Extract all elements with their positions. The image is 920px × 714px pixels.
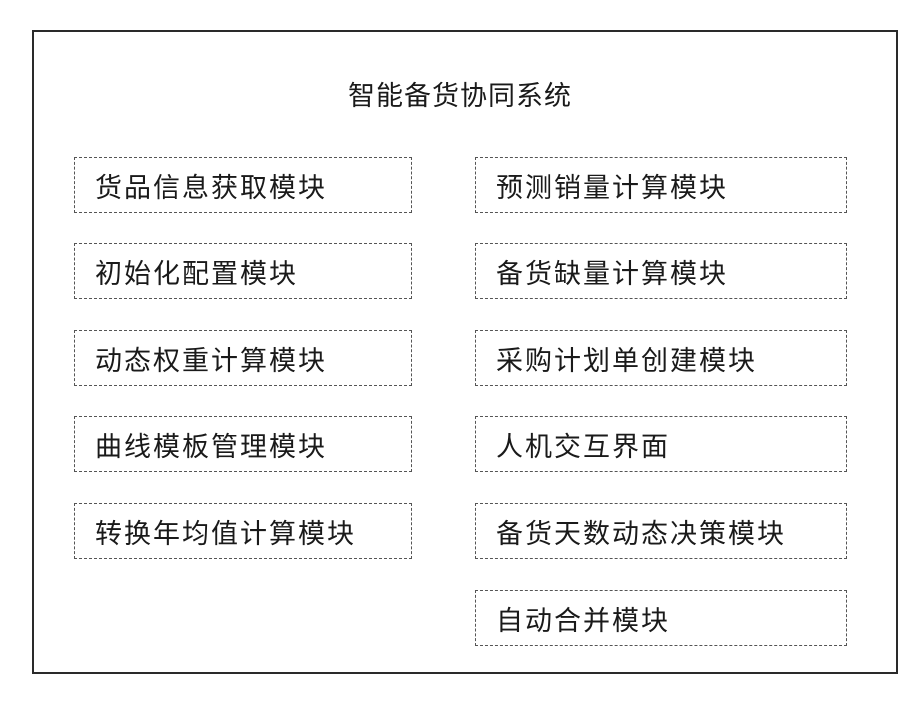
module-purchase-order-creation: 采购计划单创建模块	[475, 330, 847, 386]
module-dynamic-weight-calculation: 动态权重计算模块	[74, 330, 412, 386]
module-stock-days-decision: 备货天数动态决策模块	[475, 503, 847, 559]
module-goods-info-acquisition: 货品信息获取模块	[74, 157, 412, 213]
module-auto-merge: 自动合并模块	[475, 590, 847, 646]
module-curve-template-management: 曲线模板管理模块	[74, 416, 412, 472]
module-sales-forecast-calculation: 预测销量计算模块	[475, 157, 847, 213]
module-annual-average-conversion: 转换年均值计算模块	[74, 503, 412, 559]
module-human-machine-interface: 人机交互界面	[475, 416, 847, 472]
module-initial-configuration: 初始化配置模块	[74, 243, 412, 299]
module-stock-shortage-calculation: 备货缺量计算模块	[475, 243, 847, 299]
system-title: 智能备货协同系统	[0, 80, 920, 114]
